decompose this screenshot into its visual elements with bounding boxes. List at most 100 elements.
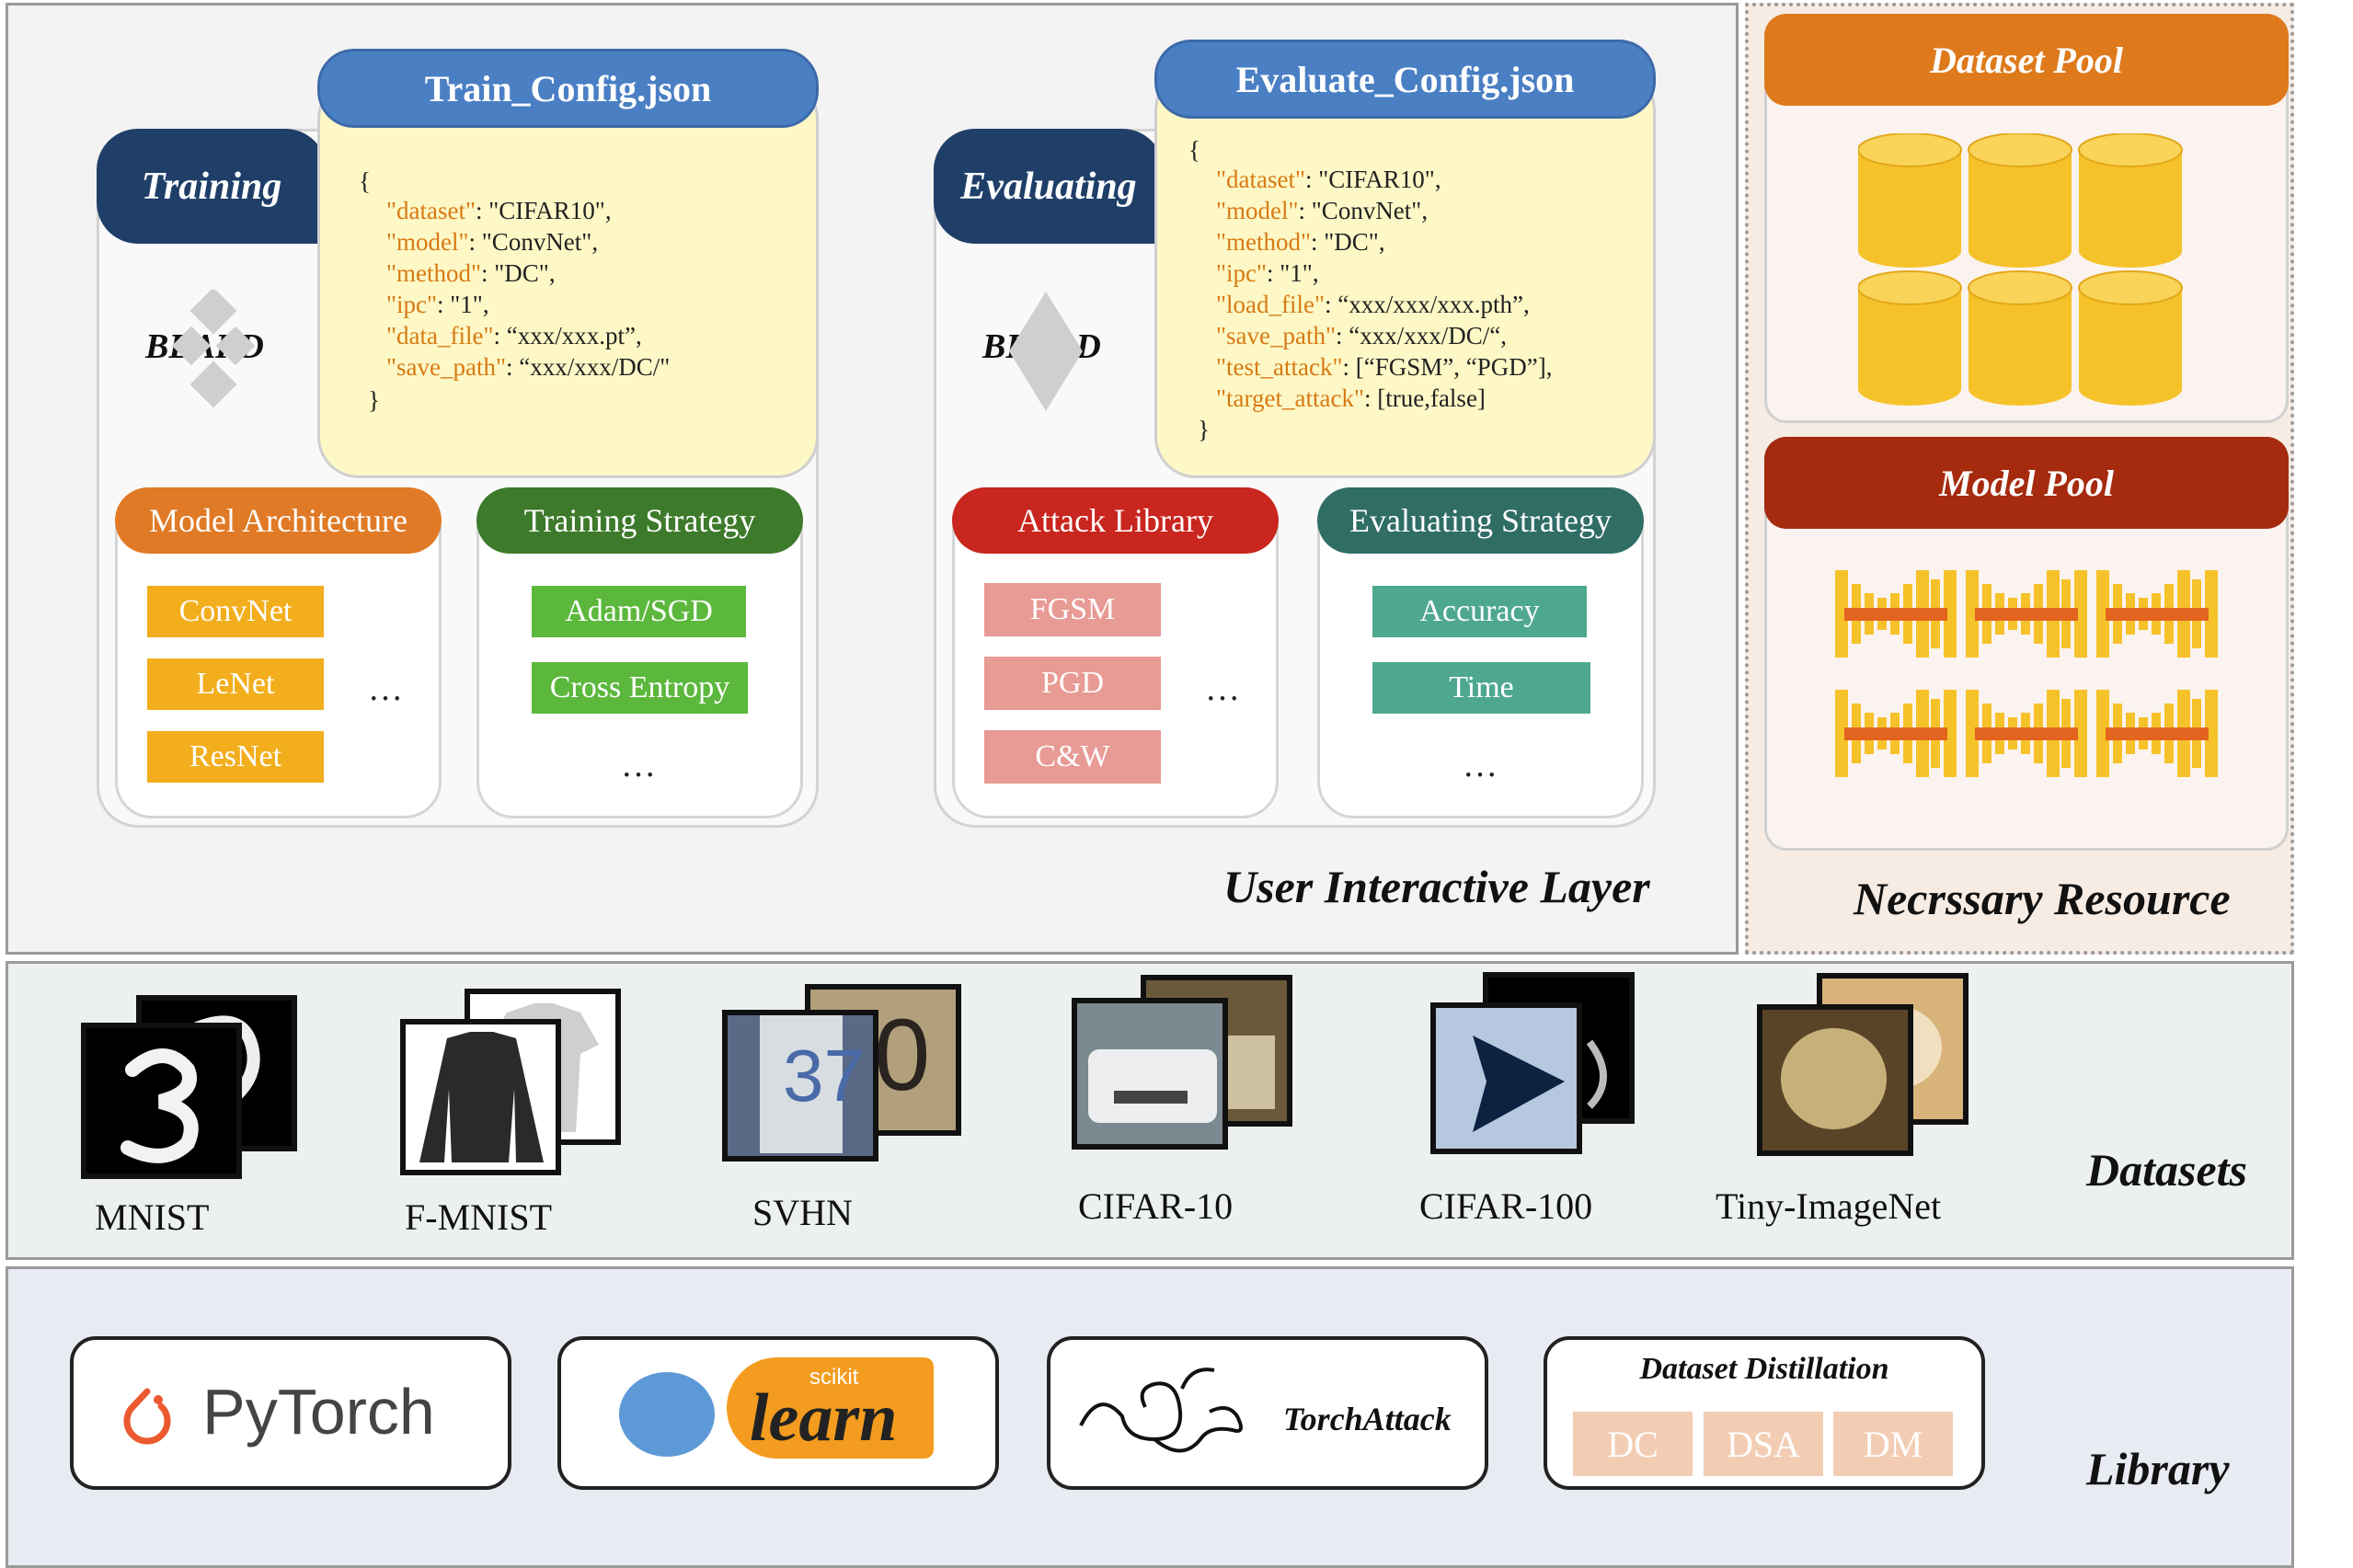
dataset-distillation-title: Dataset Distillation — [1639, 1352, 1889, 1386]
neural-network-icon — [1835, 690, 1957, 777]
pytorch-logo-text: PyTorch — [202, 1376, 435, 1448]
config-key: "model" — [386, 228, 469, 256]
dataset-label-tinyimagenet: Tiny-ImageNet — [1716, 1185, 1942, 1227]
database-cylinder-icon — [2078, 133, 2183, 268]
cifar100-front-image — [1430, 1002, 1582, 1154]
train-config-title: Train_Config.json — [317, 49, 819, 128]
config-value: : "1", — [1267, 259, 1319, 287]
config-line: "ipc": "1", — [1216, 258, 1552, 289]
attack-chip-fgsm: FGSM — [984, 583, 1161, 636]
sklearn-orange-badge — [727, 1357, 934, 1459]
strategy-chip-loss: Cross Entropy — [532, 662, 748, 714]
model-chip-resnet: ResNet — [147, 731, 324, 783]
config-close-brace: } — [368, 386, 380, 414]
config-value: : "ConvNet", — [1298, 197, 1429, 224]
config-value: : [“FGSM”, “PGD”], — [1342, 353, 1553, 381]
evaluate-config-box — [1154, 69, 1656, 478]
config-value: : [true,false] — [1363, 384, 1486, 412]
dataset-pool-header: Dataset Pool — [1764, 14, 2289, 106]
config-line: "model": "ConvNet", — [1216, 195, 1552, 226]
sklearn-circle-icon — [619, 1372, 715, 1457]
neural-network-icon — [2096, 690, 2218, 777]
config-key: "save_path" — [1216, 322, 1337, 349]
dataset-label-cifar10: CIFAR-10 — [1078, 1185, 1234, 1227]
config-value: : "CIFAR10", — [476, 197, 612, 224]
config-line: "method": "DC", — [386, 258, 670, 289]
dataset-label-svhn: SVHN — [752, 1192, 853, 1233]
torchattack-logo-text: TorchAttack — [1283, 1401, 1452, 1437]
neural-network-icon — [2096, 570, 2218, 658]
config-line: "load_file": “xxx/xxx/xxx.pth”, — [1216, 289, 1552, 320]
neural-network-icon — [1835, 570, 2218, 777]
eval-chip-time: Time — [1372, 662, 1590, 714]
distillation-chip-dm: DM — [1833, 1412, 1953, 1476]
config-value: : "DC", — [481, 259, 556, 287]
evaluating-tab: Evaluating — [934, 129, 1164, 244]
config-line: "dataset": "CIFAR10", — [1216, 164, 1552, 195]
dataset-label-mnist: MNIST — [95, 1196, 210, 1238]
config-key: "ipc" — [386, 291, 438, 318]
config-line: "dataset": "CIFAR10", — [386, 195, 670, 226]
eval-more-ellipsis: … — [1463, 746, 1498, 784]
attack-more-ellipsis: … — [1205, 670, 1240, 708]
model-pool-header: Model Pool — [1764, 437, 2289, 529]
beard-diamond-icon-eval — [1009, 292, 1083, 411]
training-tab: Training — [97, 129, 327, 244]
database-cylinder-icon — [1968, 270, 2072, 406]
dataset-label-cifar100: CIFAR-100 — [1419, 1185, 1593, 1227]
config-line: "ipc": "1", — [386, 289, 670, 320]
database-cylinder-icon — [1968, 133, 2072, 268]
train-config-lines: "dataset": "CIFAR10","model": "ConvNet",… — [386, 195, 670, 383]
model-more-ellipsis: … — [368, 670, 403, 708]
config-value: : “xxx/xxx/DC/" — [506, 353, 671, 381]
config-value: : "1", — [437, 291, 489, 318]
database-cylinder-icon — [1858, 270, 1962, 406]
neural-network-icon — [1835, 570, 1957, 658]
resource-layer-title: Necrssary Resource — [1854, 873, 2231, 924]
distillation-chip-dc: DC — [1573, 1412, 1693, 1476]
evaluating-strategy-header: Evaluating Strategy — [1317, 487, 1644, 554]
model-architecture-header: Model Architecture — [115, 487, 442, 554]
config-key: "model" — [1216, 197, 1299, 224]
neural-network-icon — [1966, 570, 2087, 658]
attack-library-header: Attack Library — [952, 487, 1279, 554]
pytorch-card — [70, 1336, 511, 1490]
train-config-box — [317, 78, 819, 478]
evaluate-config-title: Evaluate_Config.json — [1154, 40, 1656, 119]
tinyimagenet-front-image — [1757, 1004, 1913, 1156]
training-strategy-header: Training Strategy — [476, 487, 803, 554]
config-value: : "ConvNet", — [468, 228, 599, 256]
config-open-brace-eval: { — [1188, 136, 1200, 164]
config-key: "method" — [386, 259, 482, 287]
config-key: "ipc" — [1216, 259, 1268, 287]
fmnist-front-image — [400, 1019, 561, 1175]
library-layer-title: Library — [2086, 1443, 2230, 1494]
config-value: : “xxx/xxx.pt”, — [493, 322, 642, 349]
attack-chip-pgd: PGD — [984, 657, 1161, 710]
attack-chip-cw: C&W — [984, 730, 1161, 784]
datasets-layer-title: Datasets — [2086, 1144, 2247, 1196]
config-line: "data_file": “xxx/xxx.pt”, — [386, 320, 670, 351]
svhn-front-image: 37 — [722, 1010, 878, 1162]
config-close-brace-eval: } — [1198, 416, 1210, 443]
database-cylinder-icon — [1858, 133, 1962, 268]
config-key: "test_attack" — [1216, 353, 1343, 381]
config-open-brace: { — [359, 167, 371, 195]
user-layer-title: User Interactive Layer — [1223, 861, 1650, 912]
config-value: : “xxx/xxx/xxx.pth”, — [1325, 291, 1530, 318]
distillation-chip-dsa: DSA — [1704, 1412, 1823, 1476]
config-key: "data_file" — [386, 322, 494, 349]
database-cylinder-icon — [2078, 270, 2183, 406]
config-line: "model": "ConvNet", — [386, 226, 670, 258]
config-key: "method" — [1216, 228, 1312, 256]
config-key: "load_file" — [1216, 291, 1326, 318]
config-line: "save_path": “xxx/xxx/DC/“, — [1216, 320, 1552, 351]
torchattack-snake-icon — [1079, 1368, 1243, 1453]
strategy-more-ellipsis: … — [621, 746, 656, 784]
mnist-front-image — [81, 1023, 242, 1179]
evaluate-config-lines: "dataset": "CIFAR10","model": "ConvNet",… — [1216, 164, 1552, 414]
config-line: "save_path": “xxx/xxx/DC/" — [386, 351, 670, 383]
config-key: "save_path" — [386, 353, 507, 381]
database-cylinder-icon — [1858, 133, 2183, 406]
sklearn-small-text: scikit — [809, 1365, 859, 1390]
